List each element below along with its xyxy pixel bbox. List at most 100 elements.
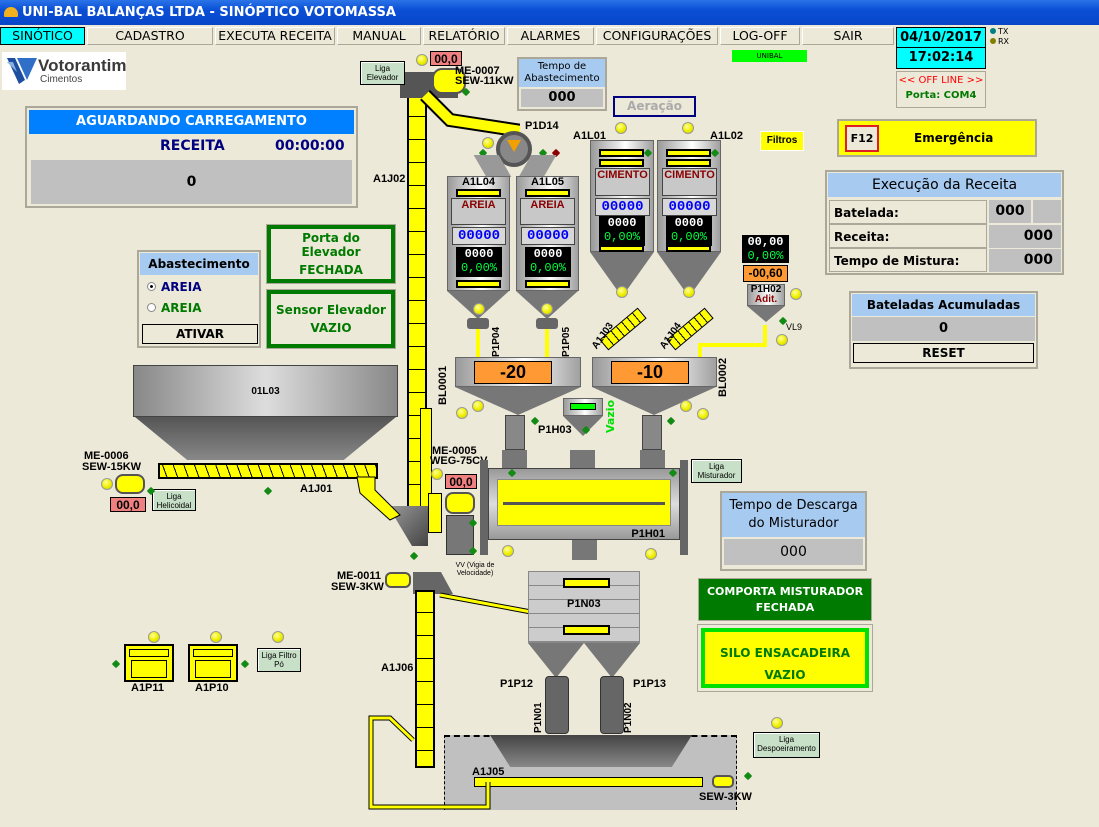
silo-product: AREIA [520, 198, 575, 225]
mixer-inlet [640, 450, 665, 468]
packer-p1n02-label: P1N02 [623, 702, 634, 733]
distributor-lamp [482, 137, 494, 149]
filter-lamp [148, 631, 160, 643]
filter-lamp [210, 631, 222, 643]
radio-selected-icon[interactable] [147, 282, 156, 291]
silo-percent: 0,00% [603, 230, 640, 244]
silo-product: CIMENTO [662, 168, 717, 196]
water-level-bar [570, 403, 596, 410]
level-sensor-bar [456, 189, 501, 197]
menu-sinotico[interactable]: SINÓTICO [0, 27, 85, 45]
filter-a1p10-label: A1P10 [195, 682, 229, 694]
menu-manual[interactable]: MANUAL [337, 27, 421, 45]
liga-despoeiramento-button[interactable]: Liga Despoeiramento [753, 732, 820, 758]
mixer-inlet [502, 450, 527, 468]
logo-mark-icon [7, 58, 37, 84]
execucao-receita-title: Execução da Receita [828, 173, 1061, 197]
liga-elevador-button[interactable]: Liga Elevador [360, 61, 405, 85]
radio-areia-2[interactable]: AREIA [147, 301, 201, 315]
batelada-label: Batelada: [829, 200, 987, 224]
menu-log-off[interactable]: LOG-OFF [720, 27, 800, 45]
additive-lamp [790, 288, 802, 300]
water-hopper-cone [563, 416, 603, 436]
menu-alarmes[interactable]: ALARMES [507, 27, 594, 45]
status-dot [240, 659, 250, 669]
status-dot [743, 771, 753, 781]
ativar-button[interactable]: ATIVAR [142, 324, 258, 344]
comm-status-panel: << OFF LINE >> Porta: COM4 [896, 71, 986, 108]
title-line: do Misturador [748, 516, 839, 531]
level-sensor-bar [599, 245, 644, 252]
motor-me0006-model: SEW-15KW [82, 461, 142, 473]
silo-ensacadeira-value: VAZIO [764, 668, 806, 682]
filter-lamp [272, 631, 284, 643]
distributor-label: P1D14 [525, 120, 559, 132]
scale-bl0002-value: -10 [611, 361, 689, 384]
scale-lamp [680, 400, 692, 412]
comm-port: Porta: COM4 [905, 90, 977, 101]
silo-weight: 0000 [674, 216, 704, 230]
radio-unselected-icon[interactable] [147, 303, 156, 312]
mixer-end-right [680, 460, 688, 555]
mixer-p1h01: P1H01 [488, 468, 680, 540]
app-icon [4, 7, 18, 17]
packer-p1n01 [545, 676, 569, 734]
loading-status-title: AGUARDANDO CARREGAMENTO [29, 110, 354, 134]
abastecimento-panel: Abastecimento AREIA AREIA ATIVAR [137, 250, 261, 348]
menu-executa-receita[interactable]: EXECUTA RECEITA [215, 27, 335, 45]
tx-label: TX [998, 27, 1009, 36]
f12-button[interactable]: F12 [845, 125, 879, 152]
hopper-01l03-cone [135, 417, 396, 460]
liga-helicoidal-button[interactable]: Liga Helicoidal [152, 489, 196, 511]
liga-misturador-button[interactable]: Liga Misturador [691, 459, 742, 483]
status-dot [111, 659, 121, 669]
motor-sew3kw-icon [712, 775, 734, 788]
scale-lamp [697, 408, 709, 420]
menu-relatorio[interactable]: RELATÓRIO [423, 27, 505, 45]
silo-percent: 0,00% [460, 261, 497, 275]
filter-a1p11-label: A1P11 [131, 682, 165, 694]
hopper-01l03-label: 01L03 [251, 386, 280, 397]
elevator-a1j06-label: A1J06 [381, 662, 414, 674]
level-sensor-bar [456, 280, 501, 288]
recipe-timer: 00:00:00 [275, 138, 345, 154]
motor-me0006-icon [115, 474, 145, 494]
silo-setpoint: 00000 [521, 227, 575, 245]
valve-vl9-label: VL9 [786, 322, 803, 332]
liga-despoeiramento-label: Liga Despoeiramento [757, 735, 816, 753]
motor-me0006-id: ME-0006 [84, 450, 129, 462]
level-sensor-bar [525, 280, 570, 288]
water-hopper [563, 398, 603, 416]
radio-areia-1[interactable]: AREIA [147, 280, 201, 294]
mixer-outlet [572, 540, 597, 560]
valve-p1p04-icon [467, 318, 489, 329]
silo-percent: 0,00% [670, 230, 707, 244]
aeracao-button[interactable]: Aeração [613, 96, 696, 117]
silo-lamp [682, 122, 694, 134]
additive-id: P1H02 [750, 284, 782, 295]
scale-bl0002-cone [592, 387, 716, 415]
filtros-button[interactable]: Filtros [760, 131, 804, 151]
rx-led-icon [990, 38, 996, 44]
datetime-display: 04/10/2017 17:02:14 [896, 27, 986, 69]
menu-sair[interactable]: SAIR [802, 27, 894, 45]
filter-body-icon [131, 660, 167, 678]
silo-product: AREIA [451, 198, 506, 225]
liga-elevador-label: Liga Elevador [366, 64, 399, 82]
vv-label: VV (Vigia de Velocidade) [455, 562, 495, 577]
menu-configuracoes[interactable]: CONFIGURAÇÕES [596, 27, 718, 45]
mixer-shaft [503, 502, 665, 505]
reset-button[interactable]: RESET [853, 343, 1034, 363]
mixer-lamp [502, 545, 514, 557]
menu-cadastro[interactable]: CADASTRO [87, 27, 213, 45]
scale-lamp [456, 407, 468, 419]
liga-filtro-po-button[interactable]: Liga Filtro Pó [257, 648, 301, 672]
tx-indicator: TX [990, 27, 1008, 36]
